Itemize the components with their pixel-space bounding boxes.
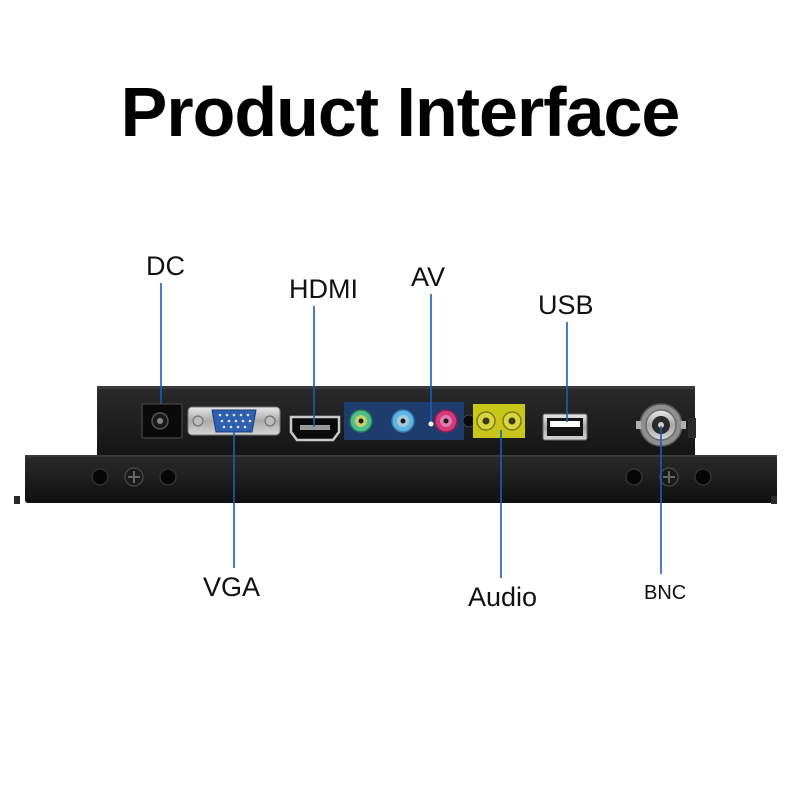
mounting-hole	[625, 468, 643, 486]
hdmi-port	[289, 415, 341, 442]
bnc-connector	[636, 403, 686, 447]
label-hdmi: HDMI	[289, 274, 358, 304]
mounting-hole	[694, 468, 712, 486]
vga-connector	[187, 406, 281, 436]
mounting-hole	[91, 468, 109, 486]
dc-power-jack	[141, 403, 183, 439]
rca-jack-green	[349, 409, 373, 433]
leader-lines	[160, 283, 662, 578]
rca-jack-blue	[391, 409, 415, 433]
mounting-hole	[159, 468, 177, 486]
label-bnc: BNC	[644, 582, 687, 604]
rca-jack-red	[434, 409, 458, 433]
label-usb: USB	[538, 290, 594, 320]
audio-jack-panel	[473, 404, 525, 438]
av-rca-panel	[344, 402, 464, 440]
mounting-flange	[14, 455, 777, 504]
label-dc: DC	[146, 251, 185, 281]
screw-icon	[124, 467, 144, 487]
page-title: Product Interface	[120, 73, 681, 151]
label-av: AV	[411, 262, 446, 292]
screw-icon	[659, 467, 679, 487]
label-audio: Audio	[468, 582, 538, 612]
usb-port	[542, 413, 588, 441]
label-vga: VGA	[203, 572, 261, 602]
